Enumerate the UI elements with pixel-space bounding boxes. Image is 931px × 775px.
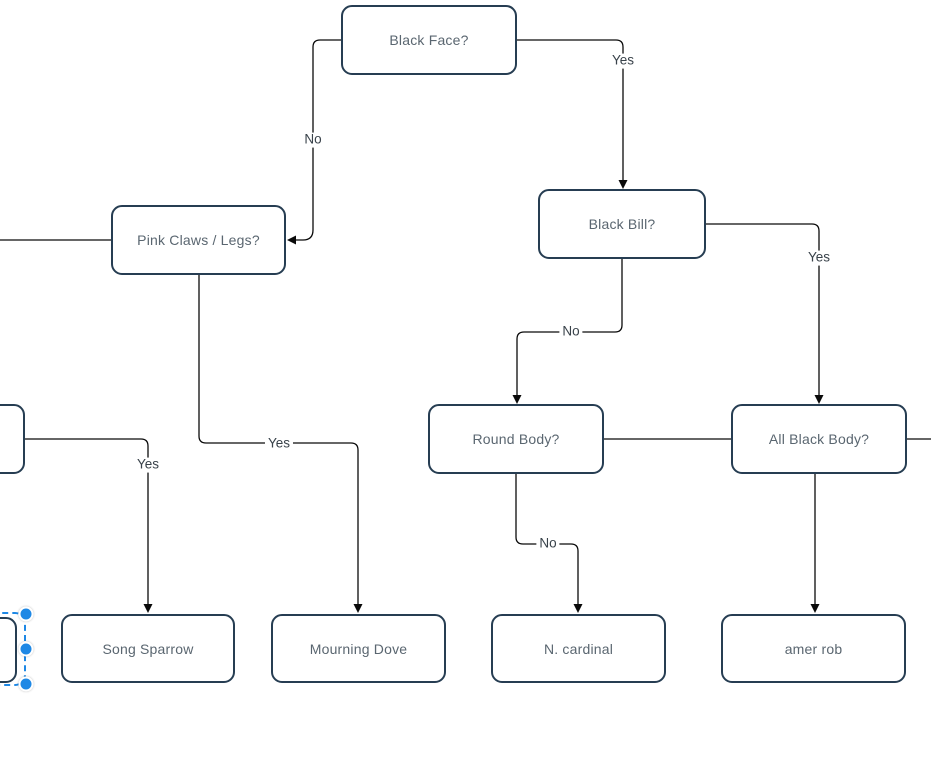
node-mourning-dove[interactable]: Mourning Dove [271,614,446,683]
node-label: Round Body? [472,431,560,447]
node-song-sparrow[interactable]: Song Sparrow [61,614,235,683]
arrowhead [143,604,153,613]
node-label: Black Bill? [588,216,656,232]
node-label: Mourning Dove [309,640,408,657]
node-label: Pink Claws / Legs? [137,232,260,248]
selection-handle-right-middle[interactable] [18,641,34,657]
arrowhead [810,604,820,613]
node-label: N. cardinal [543,640,614,657]
node-label: Song Sparrow [102,640,194,657]
edge-label-yes[interactable]: Yes [608,53,638,69]
edge-label-yes[interactable]: Yes [133,457,163,473]
selection-handle-top-right[interactable] [18,606,34,622]
node-pink-claws-legs[interactable]: Pink Claws / Legs? [111,205,286,275]
connector-black-bill-yes[interactable] [706,223,824,404]
connector-line[interactable] [517,39,624,180]
node-amer-rob[interactable]: amer rob [721,614,906,683]
node-n-cardinal[interactable]: N. cardinal [491,614,666,683]
edge-label-no[interactable]: No [536,536,560,552]
arrowhead [814,395,824,404]
arrowhead [353,604,363,613]
connector-black-face-yes[interactable] [517,39,628,189]
edge-label-no[interactable]: No [301,132,325,148]
connector-left-partial-yes[interactable] [25,438,153,613]
connector-all-black-body-to-amer-rob[interactable] [810,474,820,613]
connector-line[interactable] [706,223,820,395]
node-black-face[interactable]: Black Face? [341,5,517,75]
node-partial-offscreen-left[interactable] [0,404,25,474]
selection-handle-bottom-right[interactable] [18,676,34,692]
node-label: Black Face? [389,32,469,48]
arrowhead [573,604,583,613]
node-label: amer rob [784,640,843,657]
node-partial-selected[interactable] [0,617,17,683]
node-label: All Black Body? [768,431,870,447]
node-round-body[interactable]: Round Body? [428,404,604,474]
edge-label-yes[interactable]: Yes [804,250,834,266]
arrowhead [618,180,628,189]
arrowhead [287,235,296,245]
edge-label-no[interactable]: No [559,324,583,340]
edge-label-yes[interactable]: Yes [264,436,294,452]
arrowhead [512,395,522,404]
connector-line[interactable] [25,438,149,604]
node-black-bill[interactable]: Black Bill? [538,189,706,259]
node-all-black-body[interactable]: All Black Body? [731,404,907,474]
